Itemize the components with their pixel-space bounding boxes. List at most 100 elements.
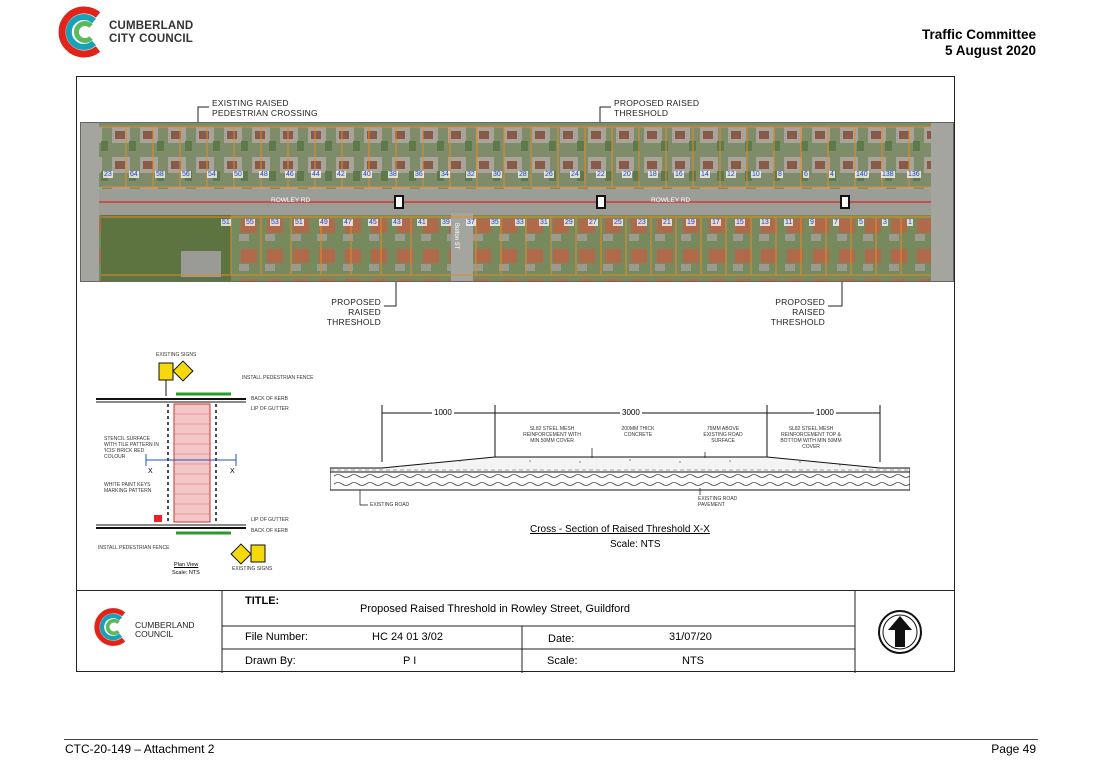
council-logo [54,5,108,59]
lot-number: 7 [833,219,839,226]
lot-number: 15 [735,219,745,226]
lot-number: 53 [270,219,280,226]
lot-number: 9 [809,219,815,226]
lot-number: 16 [674,171,684,178]
lot-number: 13 [760,219,770,226]
sign-icon [230,543,252,565]
lot-number: 11 [784,219,794,226]
lot-number: 1 [907,219,913,226]
lot-number: 30 [492,171,502,178]
lot-number: 19 [686,219,696,226]
lot-number: 49 [319,219,329,226]
callout-existing-crossing: EXISTING RAISED PEDESTRIAN CROSSING [212,98,318,118]
note-existing-road: EXISTING ROAD [370,502,410,508]
council-name: CUMBERLAND CITY COUNCIL [109,20,193,46]
lot-number: 24 [570,171,580,178]
title-block-logo-icon [94,608,126,646]
lot-number: 40 [362,171,372,178]
lot-number: 25 [613,219,623,226]
lot-number: 64 [129,171,139,178]
dim-right: 1000 [814,408,836,417]
lot-number: 3 [882,219,888,226]
lot-number: 22 [596,171,606,178]
meeting-info: Traffic Committee 5 August 2020 [922,27,1036,59]
lot-number: 39 [441,219,451,226]
lot-number: 46 [285,171,295,178]
lot-number: 29 [564,219,574,226]
lot-number: 55 [245,219,255,226]
detail-plan-view: EXISTING SIGNS INSTALL PEDESTRIAN FENCE … [96,350,316,585]
label-signs-top: EXISTING SIGNS [156,352,197,358]
road-label-bolton-st: Bolton ST [453,223,459,250]
lot-number: 10 [751,171,761,178]
lot-number: 20 [622,171,632,178]
title-block-grid [221,591,856,673]
footer-rule [64,739,1038,740]
lot-number: 34 [440,171,450,178]
lot-number: 8 [777,171,783,178]
note-mesh-right: SL82 STEEL MESH REINFORCEMENT TOP & BOTT… [780,426,842,450]
label-stencil-note: STENCIL SURFACE WITH TILE PATTERN IN 'IC… [104,436,160,460]
label-lip-of-gutter-bottom: LIP OF GUTTER [251,517,289,523]
date-label: Date: [548,633,575,645]
sign-icon [250,544,266,563]
lot-number: 43 [392,219,402,226]
note-mesh: SL82 STEEL MESH REINFORCEMENT WITH MIN 5… [523,426,581,444]
label-back-of-kerb-bottom: BACK OF KERB [251,528,288,534]
lot-number: 26 [544,171,554,178]
council-name-line2: CITY COUNCIL [109,33,193,45]
cross-section: 1000 3000 1000 SL82 STEEL MESH REINFORCE… [330,400,910,560]
scale-label: Scale: [547,655,578,667]
lot-number: 5 [858,219,864,226]
file-number-value: HC 24 01 3/02 [372,631,443,643]
lot-number: 45 [368,219,378,226]
callout-proposed-left: PROPOSED RAISED THRESHOLD [326,297,381,327]
footer-attachment: CTC-20-149 – Attachment 2 [65,742,215,756]
date-value: 31/07/20 [669,631,712,643]
council-name-line1: CUMBERLAND [109,20,194,32]
meeting-date: 5 August 2020 [944,43,1036,58]
lot-number: 38 [388,171,398,178]
detail-plan-graphic [96,360,266,565]
label-fence-bottom: INSTALL PEDESTRIAN FENCE [98,545,170,551]
lot-number: 28 [518,171,528,178]
dim-mid: 3000 [620,408,642,417]
lot-number: 18 [648,171,658,178]
lot-number: 23 [637,219,647,226]
lot-number: 140 [855,171,869,178]
drawn-by-value: P I [403,655,417,667]
title-value: Proposed Raised Threshold in Rowley Stre… [360,603,631,615]
lot-number: 56 [181,171,191,178]
label-fence-top: INSTALL PEDESTRIAN FENCE [242,375,314,381]
label-back-of-kerb-top: BACK OF KERB [251,396,288,402]
label-signs-bottom: EXISTING SIGNS [232,566,273,572]
title-label: TITLE: [245,595,280,607]
title-block-org: CUMBERLAND COUNCIL [135,620,195,639]
lot-number: 41 [417,219,427,226]
section-scale: Scale: NTS [610,539,661,550]
lot-number: 48 [259,171,269,178]
lot-number: 54 [207,171,217,178]
callout-proposed-right: PROPOSED RAISED THRESHOLD [770,297,825,327]
lot-number: 14 [700,171,710,178]
lot-number: 6 [803,171,809,178]
label-white-paint-note: WHITE PAINT KEYS MARKING PATTERN [104,482,152,494]
aerial-map-graphic [81,123,953,281]
logo-c-icon [58,6,101,58]
label-plan-view: Plan View [174,562,199,568]
committee-name: Traffic Committee [921,27,1036,42]
lot-number: 33 [515,219,525,226]
label-lip-of-gutter-top: LIP OF GUTTER [251,406,289,412]
lot-number: 44 [311,171,321,178]
dim-left: 1000 [432,408,454,417]
label-x-right: X [230,468,235,475]
section-title: Cross - Section of Raised Threshold X-X [530,524,710,535]
scale-value: NTS [682,655,704,667]
note-pavement: EXISTING ROAD PAVEMENT [698,496,738,508]
lot-number: 37 [466,219,476,226]
label-x-left: X [148,468,153,475]
lot-number: 50 [233,171,243,178]
